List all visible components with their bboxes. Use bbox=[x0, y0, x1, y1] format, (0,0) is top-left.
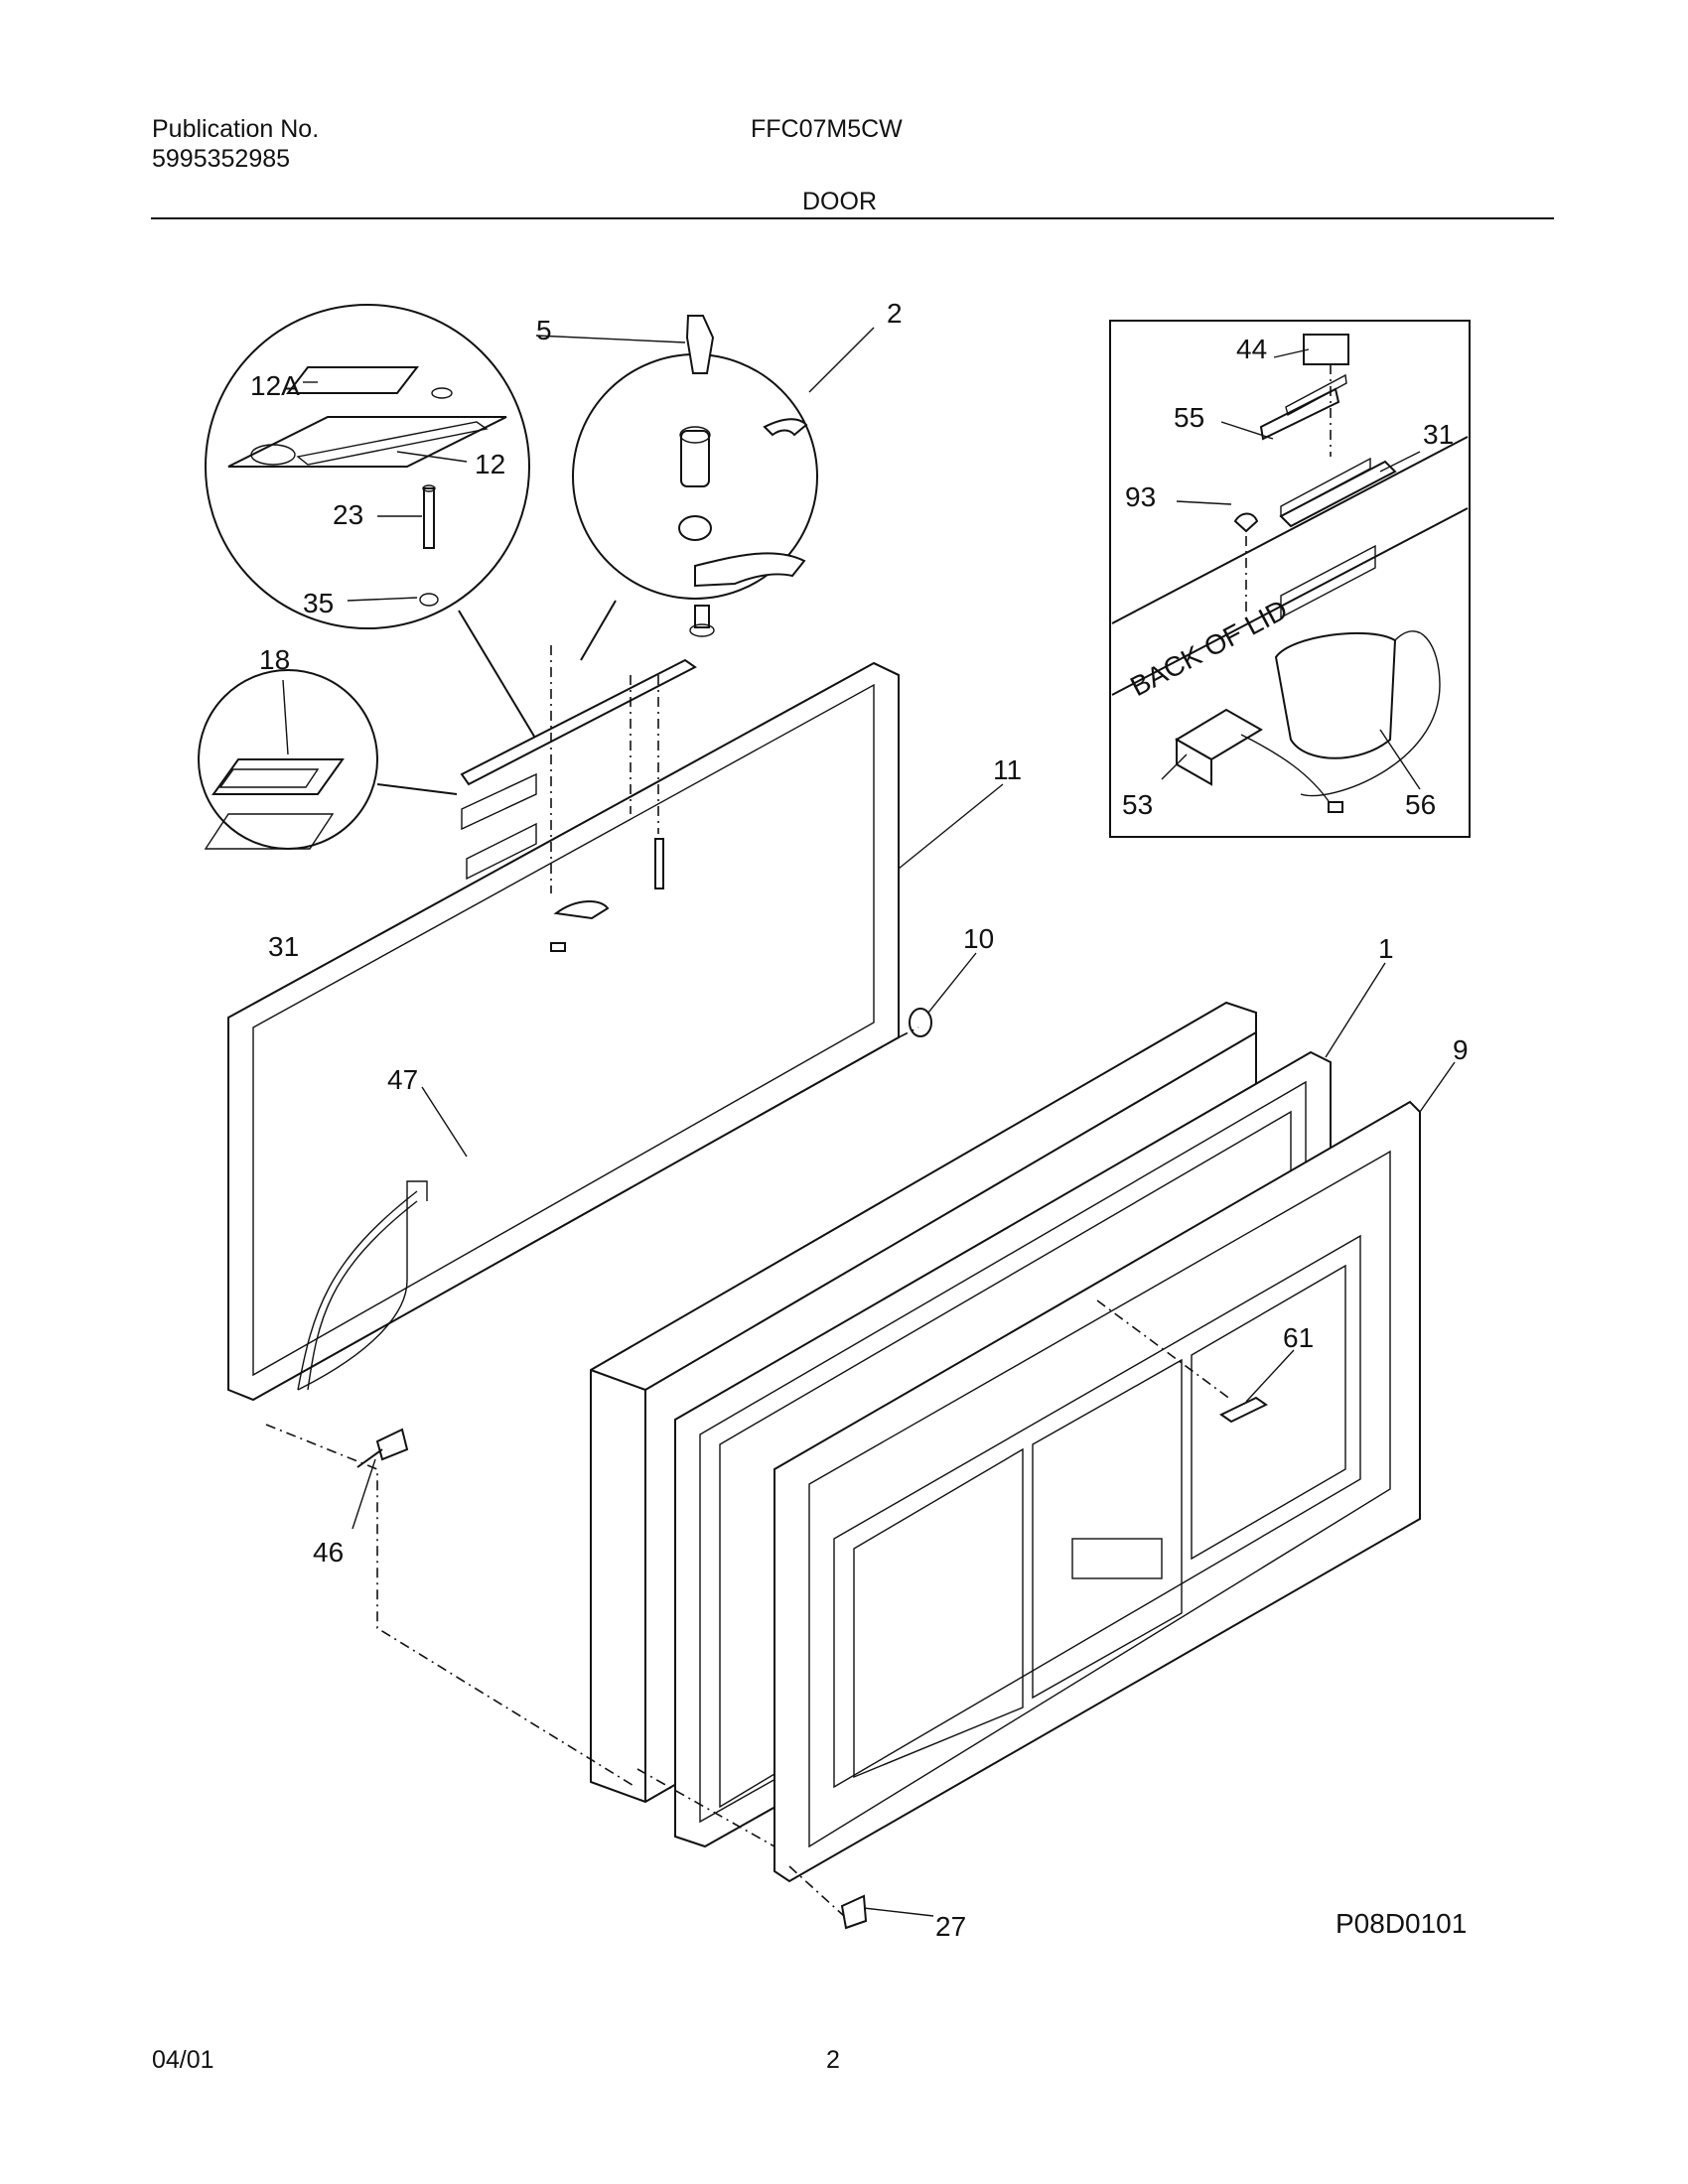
leader-27 bbox=[863, 1907, 934, 1917]
section-title: DOOR bbox=[802, 188, 877, 215]
lid-liner-frame bbox=[227, 645, 932, 1402]
callout-2: 2 bbox=[887, 298, 903, 329]
leader-2 bbox=[808, 327, 875, 393]
callout-27: 27 bbox=[935, 1911, 966, 1942]
callout-56: 56 bbox=[1405, 789, 1436, 820]
callout-31-inset: 31 bbox=[1423, 419, 1454, 450]
callout-5: 5 bbox=[536, 315, 552, 345]
assembly-line-3 bbox=[788, 1865, 845, 1917]
callout-12: 12 bbox=[475, 449, 505, 479]
leader-61 bbox=[1245, 1349, 1295, 1403]
figure-code: P08D0101 bbox=[1336, 1908, 1467, 1939]
leader-5 bbox=[535, 335, 686, 343]
callout-44: 44 bbox=[1236, 334, 1267, 364]
callout-31: 31 bbox=[268, 931, 299, 962]
assembly-line-2 bbox=[636, 1768, 775, 1847]
screw-46 bbox=[356, 1428, 409, 1468]
leader-circle-1 bbox=[458, 610, 537, 741]
inset-label: BACK OF LID bbox=[1125, 594, 1292, 702]
callout-9: 9 bbox=[1453, 1034, 1469, 1065]
leader-46 bbox=[352, 1458, 376, 1530]
detail-circle-lock bbox=[572, 315, 818, 637]
callout-18: 18 bbox=[259, 644, 290, 675]
publication-label: Publication No. bbox=[152, 115, 320, 143]
leader-1 bbox=[1325, 962, 1386, 1058]
publication-number: 5995352985 bbox=[152, 145, 291, 173]
callout-46: 46 bbox=[313, 1537, 344, 1568]
callout-12a: 12A bbox=[250, 370, 300, 401]
leader-circle-3 bbox=[376, 783, 458, 795]
assembly-line-5 bbox=[1096, 1299, 1232, 1401]
callout-55: 55 bbox=[1174, 402, 1204, 433]
page-number: 2 bbox=[826, 2046, 840, 2074]
callout-61: 61 bbox=[1283, 1322, 1314, 1353]
callout-1: 1 bbox=[1378, 933, 1394, 964]
lid-outer-shell bbox=[774, 1100, 1421, 1883]
leader-35 bbox=[347, 597, 418, 602]
header-divider bbox=[151, 217, 1554, 219]
detail-circle-handle-plate bbox=[205, 304, 530, 629]
leader-11 bbox=[898, 783, 1004, 870]
leader-47 bbox=[421, 1086, 468, 1158]
callout-10: 10 bbox=[963, 923, 994, 954]
leader-12 bbox=[396, 451, 468, 463]
leader-10 bbox=[927, 952, 977, 1014]
callout-47: 47 bbox=[387, 1064, 418, 1095]
model-number: FFC07M5CW bbox=[751, 115, 903, 143]
revision-date: 04/01 bbox=[152, 2046, 214, 2074]
leader-circle-2 bbox=[580, 600, 617, 661]
callout-35: 35 bbox=[303, 588, 334, 618]
leader-18 bbox=[282, 679, 289, 755]
assembly-line-4 bbox=[898, 1026, 919, 1038]
callout-11: 11 bbox=[993, 754, 1022, 785]
leader-9 bbox=[1419, 1061, 1456, 1113]
screw-27 bbox=[840, 1894, 868, 1930]
detail-circle-handle bbox=[198, 669, 378, 850]
assembly-line-1 bbox=[265, 1424, 636, 1788]
inset-back-of-lid: BACK OF LID bbox=[1109, 320, 1471, 838]
callout-23: 23 bbox=[333, 499, 363, 530]
callout-93: 93 bbox=[1125, 481, 1156, 512]
callout-53: 53 bbox=[1122, 789, 1153, 820]
